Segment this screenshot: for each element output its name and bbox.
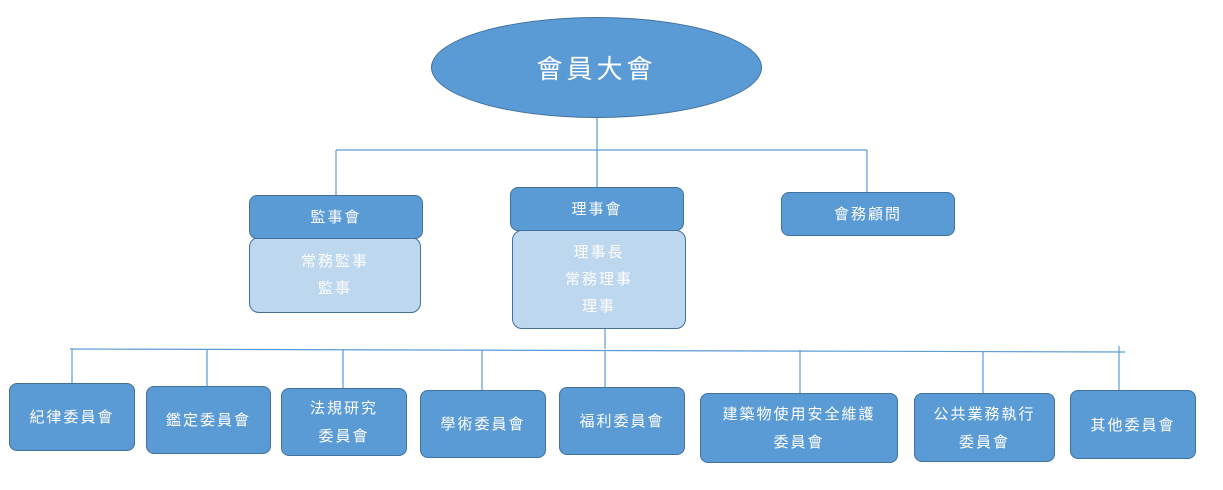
committee-label: 鑑定委員會	[165, 411, 251, 429]
directors-member-3: 理事	[581, 297, 616, 315]
committee-label: 其他委員會	[1090, 415, 1176, 434]
committee-label: 紀律委員會	[29, 408, 115, 426]
committee-label-line-1: 法規研究	[309, 399, 378, 417]
committee-node-academic: 學術委員會	[420, 390, 546, 458]
directors-member-1: 理事長	[573, 243, 625, 261]
committee-label-line-2: 委員會	[958, 432, 1010, 451]
committee-node-building-safety: 建築物使用安全維護 委員會	[700, 393, 898, 463]
committee-node-discipline: 紀律委員會	[9, 383, 135, 451]
committee-label-line-1: 建築物使用安全維護	[722, 405, 876, 423]
directors-members-box: 理事長 常務理事 理事	[512, 230, 686, 329]
advisors-label: 會務顧問	[833, 205, 902, 223]
committee-label: 學術委員會	[440, 415, 526, 433]
general-assembly-label: 會員大會	[536, 55, 657, 85]
directors-board-label: 理事會	[571, 200, 623, 218]
directors-member-2: 常務理事	[564, 270, 633, 288]
connector-bottom-horizontal	[69, 348, 1126, 353]
committee-label-line-1: 公共業務執行	[933, 404, 1036, 423]
committee-node-public-affairs: 公共業務執行 委員會	[914, 393, 1055, 462]
supervisors-member-1: 常務監事	[300, 252, 369, 270]
committee-node-other: 其他委員會	[1070, 390, 1196, 459]
committee-node-appraisal: 鑑定委員會	[146, 386, 271, 454]
committee-node-regulation-research: 法規研究 委員會	[281, 388, 407, 456]
supervisors-board-node: 監事會	[249, 195, 423, 239]
committee-label: 福利委員會	[579, 412, 665, 430]
general-assembly-node: 會員大會	[431, 17, 762, 118]
directors-board-node: 理事會	[510, 187, 684, 231]
supervisors-board-label: 監事會	[310, 208, 362, 226]
advisors-node: 會務顧問	[781, 192, 955, 236]
supervisors-member-2: 監事	[317, 279, 352, 297]
committee-label-line-2: 委員會	[318, 427, 370, 445]
supervisors-members-box: 常務監事 監事	[249, 237, 421, 313]
committee-label-line-2: 委員會	[773, 433, 825, 451]
committee-node-welfare: 福利委員會	[559, 387, 685, 455]
